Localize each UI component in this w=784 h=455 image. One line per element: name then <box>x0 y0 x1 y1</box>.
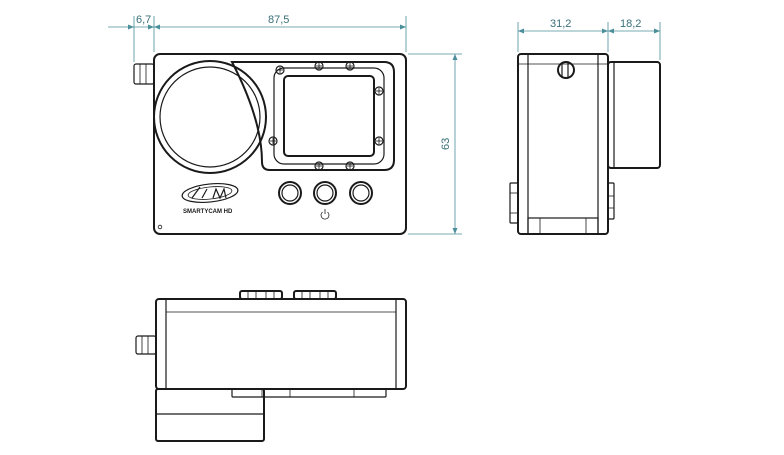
side-view <box>509 53 661 235</box>
top-view <box>135 290 407 442</box>
side-connector-left <box>509 182 519 224</box>
dimension-labels: 6,7 87,5 63 31,2 18,2 <box>136 14 641 150</box>
dim-depth: 31,2 <box>550 18 571 30</box>
top-body <box>155 298 407 390</box>
side-connector-right <box>607 182 615 220</box>
top-side-button <box>135 335 157 355</box>
lens-ring <box>153 60 267 174</box>
model-label: SMARTYCAM HD <box>183 209 233 215</box>
side-screw <box>557 61 575 79</box>
dim-button-protrusion: 6,7 <box>136 14 151 26</box>
dim-height: 63 <box>440 138 452 150</box>
side-body <box>517 53 609 235</box>
power-icon <box>320 209 330 220</box>
dim-width: 87,5 <box>268 14 289 26</box>
front-body <box>153 53 407 235</box>
display-bezel <box>230 61 395 171</box>
dimension-lines <box>108 16 661 235</box>
display-window-frame <box>273 67 385 165</box>
top-button-right <box>293 290 337 300</box>
top-lens <box>155 388 265 442</box>
top-button-left <box>239 290 283 300</box>
front-indicator-hole <box>157 224 163 230</box>
front-view: SMARTYCAM HD <box>133 53 407 235</box>
aim-logo <box>181 182 239 204</box>
front-button-left <box>278 181 302 205</box>
top-connector-strip <box>231 388 387 398</box>
bezel-screws <box>268 61 384 171</box>
display-window <box>283 75 375 157</box>
front-button-right <box>349 181 373 205</box>
front-button-power <box>313 181 337 205</box>
front-side-button <box>133 63 155 85</box>
lens-glass <box>159 66 261 168</box>
side-lens <box>607 61 661 169</box>
dim-lens-depth: 18,2 <box>620 18 641 30</box>
